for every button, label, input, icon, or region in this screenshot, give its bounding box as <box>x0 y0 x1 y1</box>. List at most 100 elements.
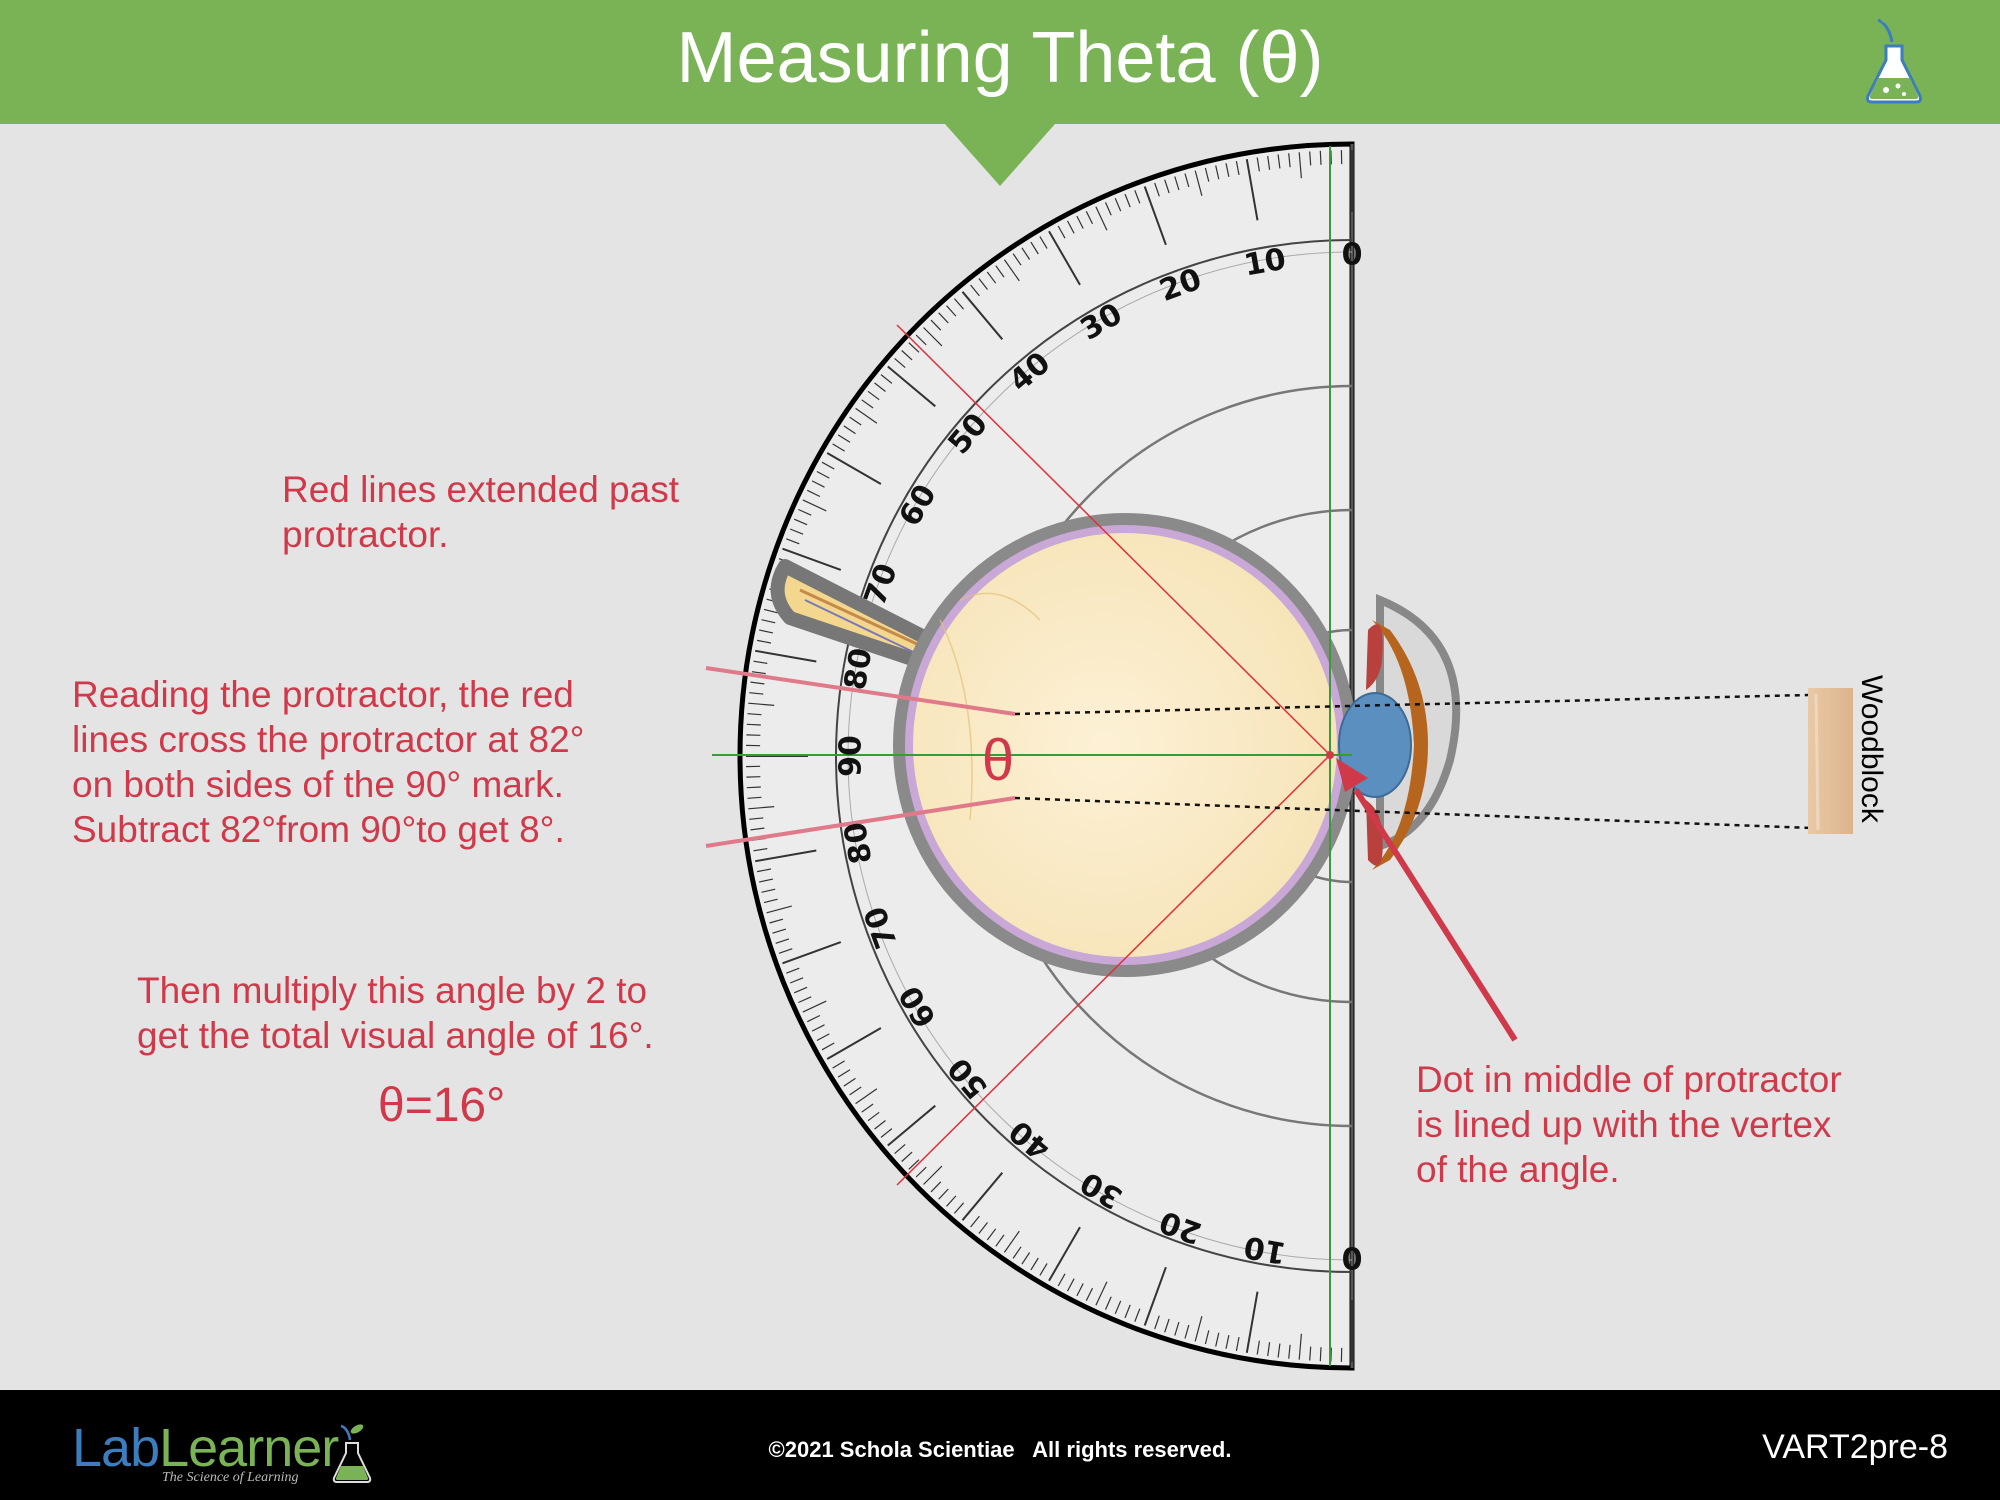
protractor-tick <box>1012 253 1022 266</box>
protractor-tick <box>782 547 842 571</box>
protractor-tick <box>749 692 764 695</box>
footer-bar <box>0 1390 2000 1500</box>
protractor-tick <box>1319 1347 1322 1362</box>
protractor-tick <box>750 827 765 831</box>
protractor-tick <box>1154 182 1160 197</box>
protractor-tick <box>1048 1226 1081 1282</box>
protractor-tick <box>750 681 765 685</box>
sight-line-upper <box>1014 693 1809 716</box>
protractor-tick <box>1319 150 1322 165</box>
protractor-tick <box>759 878 774 883</box>
eyeball-vitreous <box>913 533 1337 957</box>
protractor-tick <box>1245 159 1259 221</box>
protractor-tick <box>923 1165 943 1185</box>
page-title: Measuring Theta (θ) <box>676 18 1324 98</box>
protractor-tick <box>1003 1230 1020 1253</box>
protractor-tick <box>1277 154 1281 169</box>
protractor-tick <box>775 938 790 944</box>
protractor-tick <box>1235 160 1240 176</box>
protractor-tick <box>843 425 856 435</box>
protractor-tick <box>1066 1278 1075 1292</box>
brand-tagline: The Science of Learning <box>162 1470 299 1485</box>
protractor-tick <box>761 619 776 624</box>
protractor-tick <box>946 305 957 317</box>
protractor-tick <box>894 1143 906 1155</box>
header-pointer <box>945 124 1055 186</box>
protractor-tick <box>755 649 817 663</box>
copyright-text: ©2021 Schola Scientiae All rights reserv… <box>768 1437 1232 1462</box>
protractor-tick <box>816 1033 830 1042</box>
protractor-tick <box>1012 1246 1022 1259</box>
protractor-tick <box>946 1195 957 1207</box>
protractor-tick <box>1085 211 1094 225</box>
protractor-tick <box>1235 1336 1240 1352</box>
protractor-tick <box>748 702 775 706</box>
protractor-tick <box>832 443 845 452</box>
protractor-tick <box>1134 190 1141 204</box>
protractor-tick <box>802 1000 827 1013</box>
protractor-tick <box>832 1060 845 1069</box>
protractor-label-upper: 0 <box>1342 238 1363 273</box>
protractor-tick <box>861 1103 874 1113</box>
protractor-tick <box>843 1077 856 1087</box>
protractor-tick <box>908 1159 920 1170</box>
protractor-tick <box>748 806 775 810</box>
protractor-tick <box>837 434 851 443</box>
protractor-tick <box>849 416 862 426</box>
protractor-tick <box>1184 1324 1190 1339</box>
protractor-tick <box>867 390 880 401</box>
protractor-diagram: θ Woodblock 0102030405060708090010203040… <box>705 141 1888 1371</box>
note-multiply-angle: Then multiply this angle by 2 to get the… <box>137 970 654 1056</box>
protractor-tick <box>756 639 772 644</box>
protractor-tick <box>1030 241 1039 255</box>
protractor-tick <box>908 342 920 353</box>
protractor-tick <box>953 298 965 310</box>
protractor-tick <box>1057 225 1066 239</box>
protractor-tick <box>782 941 842 965</box>
protractor-tick <box>763 898 778 904</box>
protractor-tick <box>1174 176 1180 191</box>
protractor-tick <box>901 1151 913 1162</box>
protractor-tick <box>1204 167 1210 182</box>
protractor-tick <box>789 977 804 984</box>
protractor-tick <box>861 399 874 409</box>
protractor-tick <box>826 452 882 485</box>
protractor-tick <box>880 1128 893 1138</box>
protractor-tick <box>1039 1263 1048 1276</box>
protractor-tick <box>1184 173 1190 188</box>
protractor-tick <box>772 928 787 934</box>
protractor-tick <box>837 1069 851 1078</box>
protractor-tick <box>1076 215 1084 229</box>
vertex-dot <box>1326 751 1334 759</box>
brand-logo: LabLearner The Science of Learning <box>72 1418 392 1485</box>
protractor-tick <box>995 265 1005 278</box>
protractor-tick <box>1245 1291 1259 1353</box>
protractor-tick <box>778 948 793 954</box>
protractor-tick <box>766 905 792 914</box>
note-reading-protractor: Reading the protractor, the red lines cr… <box>72 674 585 850</box>
protractor-ticks <box>746 150 1353 1362</box>
protractor-tick <box>793 518 808 526</box>
protractor-tick <box>755 849 817 863</box>
protractor-tick <box>811 1024 825 1032</box>
protractor-tick <box>798 996 812 1004</box>
flask-icon <box>332 1424 372 1483</box>
protractor-tick <box>880 374 893 384</box>
protractor-tick <box>938 312 949 324</box>
protractor-tick <box>961 1172 1004 1221</box>
protractor-tick <box>1256 1340 1260 1355</box>
protractor-tick <box>786 538 800 545</box>
note-red-lines: Red lines extended past protractor. <box>282 469 679 555</box>
protractor-tick <box>1277 1343 1281 1358</box>
brand-learner: Learner <box>159 1418 339 1478</box>
red-line-upper <box>705 666 1016 716</box>
protractor-tick <box>1288 1344 1291 1359</box>
theta-symbol: θ <box>982 728 1014 793</box>
protractor-tick <box>915 1166 927 1178</box>
protractor-tick <box>1204 1330 1210 1345</box>
optic-nerve <box>770 559 937 667</box>
protractor-tick <box>1194 170 1203 196</box>
protractor-tick <box>986 1228 997 1241</box>
protractor-tick <box>746 723 761 726</box>
